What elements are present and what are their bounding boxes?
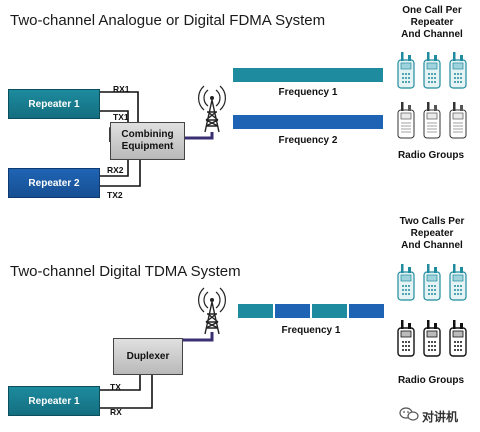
tdma-radio-groups-label: Radio Groups	[397, 375, 465, 386]
handheld-radio-icon	[423, 263, 441, 301]
fdma-calls-line2: Repeater	[410, 17, 454, 28]
handheld-radio-icon	[397, 51, 415, 89]
tdma-calls-line2: Repeater	[410, 228, 454, 239]
tx2-label: TX2	[107, 190, 123, 200]
fdma-radio-groups-label: Radio Groups	[397, 150, 465, 161]
tx2-line	[100, 160, 141, 187]
tdma-radio-group-2	[397, 319, 467, 357]
wechat-logo-icon	[399, 407, 419, 421]
timeslot-1	[238, 304, 273, 318]
fdma-title: Two-channel Analogue or Digital FDMA Sys…	[10, 12, 326, 29]
tdma-title: Two-channel Digital TDMA System	[10, 263, 241, 280]
tdma-radio-group-1	[397, 263, 467, 301]
fdma-antenna-cable	[185, 132, 214, 140]
handheld-radio-icon	[423, 51, 441, 89]
tdma-wires	[100, 375, 153, 409]
handheld-radio-icon	[449, 51, 467, 89]
tx-line	[100, 375, 141, 391]
tx-label: TX	[110, 382, 121, 392]
handheld-radio-icon	[449, 101, 467, 139]
handheld-radio-icon	[423, 319, 441, 357]
fdma-radio-group-1	[397, 51, 467, 89]
repeater-2-box: Repeater 2	[8, 168, 100, 198]
fdma-calls-line1: One Call Per	[402, 5, 462, 16]
timeslot-3	[312, 304, 347, 318]
frequency-1-band	[233, 68, 383, 82]
handheld-radio-icon	[449, 319, 467, 357]
fdma-radio-group-2	[397, 101, 467, 139]
tdma-frequency-1-label: Frequency 1	[281, 325, 341, 336]
fdma-frequency-1-label: Frequency 1	[278, 87, 338, 98]
combiner-label-line1: Combining	[121, 129, 174, 140]
handheld-radio-icon	[397, 319, 415, 357]
combiner-label-line2: Equipment	[121, 141, 174, 152]
fdma-calls-line3: And Channel	[401, 29, 463, 40]
handheld-radio-icon	[449, 263, 467, 301]
tdma-frequency-band	[238, 304, 384, 318]
rx1-label: RX1	[113, 84, 130, 94]
tdma-calls-line1: Two Calls Per	[399, 216, 465, 227]
tx1-label: TX1	[113, 112, 129, 122]
tdma-repeater-1-box: Repeater 1	[8, 386, 100, 416]
tdma-calls-line3: And Channel	[401, 240, 463, 251]
handheld-radio-icon	[423, 101, 441, 139]
timeslot-2	[275, 304, 310, 318]
handheld-radio-icon	[397, 101, 415, 139]
antenna-tower-icon	[198, 85, 226, 133]
fdma-calls-caption: One Call Per Repeater And Channel	[387, 5, 477, 41]
rx1-line	[100, 91, 139, 122]
duplexer-box: Duplexer	[113, 338, 183, 375]
antenna-tower-icon	[198, 287, 226, 335]
watermark-text: 对讲机	[422, 410, 459, 424]
rx2-label: RX2	[107, 165, 124, 175]
repeater-1-box: Repeater 1	[8, 89, 100, 119]
handheld-radio-icon	[397, 263, 415, 301]
tdma-calls-caption: Two Calls Per Repeater And Channel	[387, 216, 477, 252]
fdma-frequency-2-label: Frequency 2	[278, 135, 338, 146]
rx-label: RX	[110, 407, 122, 417]
rx2-line	[100, 160, 129, 177]
tdma-antenna-cable	[183, 332, 214, 342]
timeslot-4	[349, 304, 384, 318]
rx-line	[100, 375, 153, 409]
combining-equipment-box: Combining Equipment	[110, 122, 185, 160]
frequency-2-band	[233, 115, 383, 129]
